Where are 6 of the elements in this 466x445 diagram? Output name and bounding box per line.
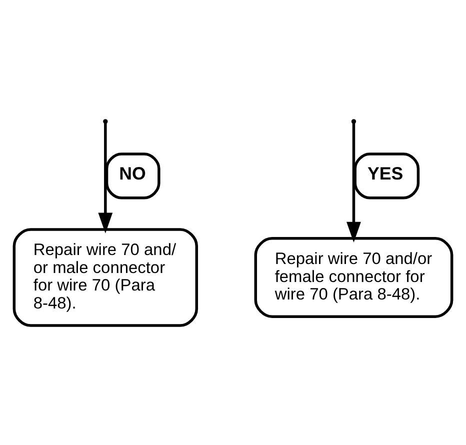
node-box: Repair wire 70 and/ or male connector for wire 70 (Para 8-48). [12,228,198,326]
node-box: Repair wire 70 and/or female connector for wire 70 (Para 8-48). [254,236,454,318]
edge-label: YES [367,162,404,183]
arrow [98,122,113,233]
arrow [346,122,361,242]
edge-label: NO [119,162,146,183]
